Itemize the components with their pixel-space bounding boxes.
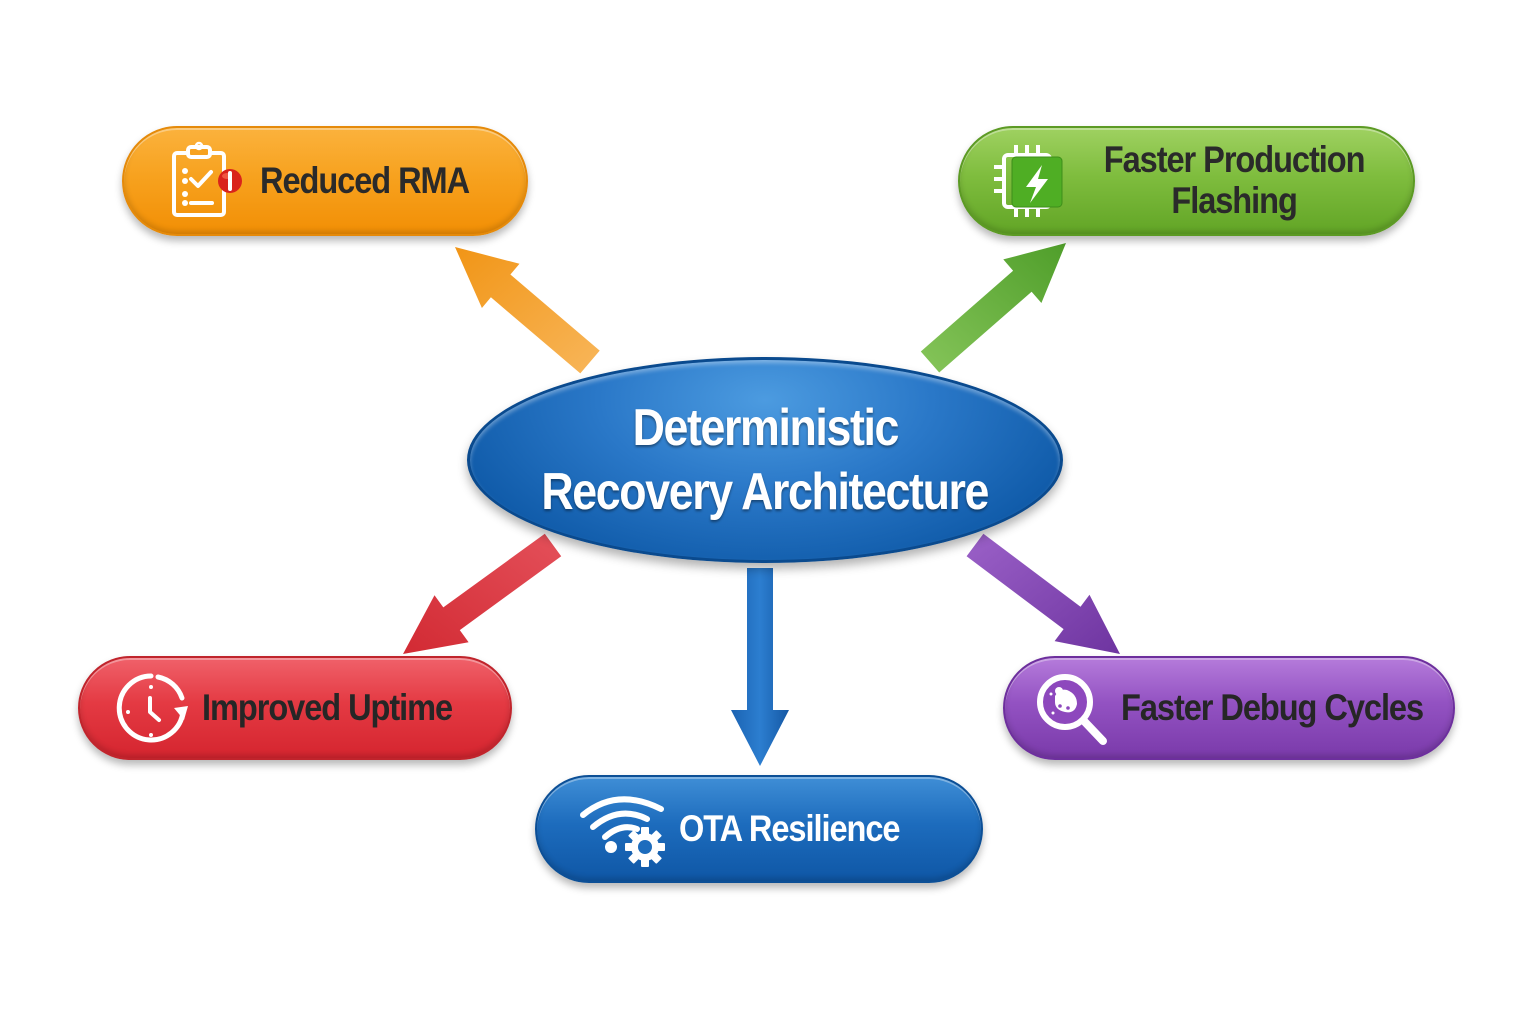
- node-label-line-1: Faster Production: [1103, 139, 1366, 181]
- center-hub-node: Deterministic Recovery Architecture: [467, 357, 1063, 563]
- node-label: Reduced RMA: [260, 159, 470, 201]
- arrow-to-faster-debug-cycles: [966, 533, 1120, 654]
- node-reduced-rma: Reduced RMA: [122, 126, 528, 236]
- node-faster-production-flashing: Faster Production Flashing: [958, 126, 1415, 236]
- clipboard-checklist-alert-icon: [166, 141, 246, 221]
- arrow-to-ota-resilience: [731, 568, 789, 766]
- node-ota-resilience: OTA Resilience: [535, 775, 983, 883]
- chip-lightning-icon: [992, 141, 1072, 221]
- node-improved-uptime: Improved Uptime: [78, 656, 512, 760]
- node-label-line-2: Flashing: [1171, 180, 1297, 221]
- arrow-shape: [403, 533, 562, 654]
- arrow-shape: [455, 247, 600, 374]
- arrow-shape: [920, 243, 1066, 373]
- hub-title-line-1: Deterministic: [632, 399, 899, 457]
- node-label: Faster Debug Cycles: [1121, 686, 1424, 728]
- magnifier-bug-icon: [1031, 668, 1111, 748]
- node-label: Improved Uptime: [202, 686, 453, 728]
- arrow-to-faster-production-flashing: [920, 243, 1066, 373]
- clock-refresh-icon: [114, 668, 194, 748]
- hub-title-line-2: Recovery Architecture: [541, 463, 990, 521]
- node-label: OTA Resilience: [679, 807, 901, 849]
- wifi-gear-icon: [577, 789, 673, 869]
- node-faster-debug-cycles: Faster Debug Cycles: [1003, 656, 1455, 760]
- arrow-to-improved-uptime: [403, 533, 562, 654]
- arrow-shape: [731, 568, 789, 766]
- node-label: Faster Production Flashing: [1103, 139, 1366, 221]
- arrow-shape: [966, 533, 1120, 654]
- arrow-to-reduced-rma: [455, 247, 600, 374]
